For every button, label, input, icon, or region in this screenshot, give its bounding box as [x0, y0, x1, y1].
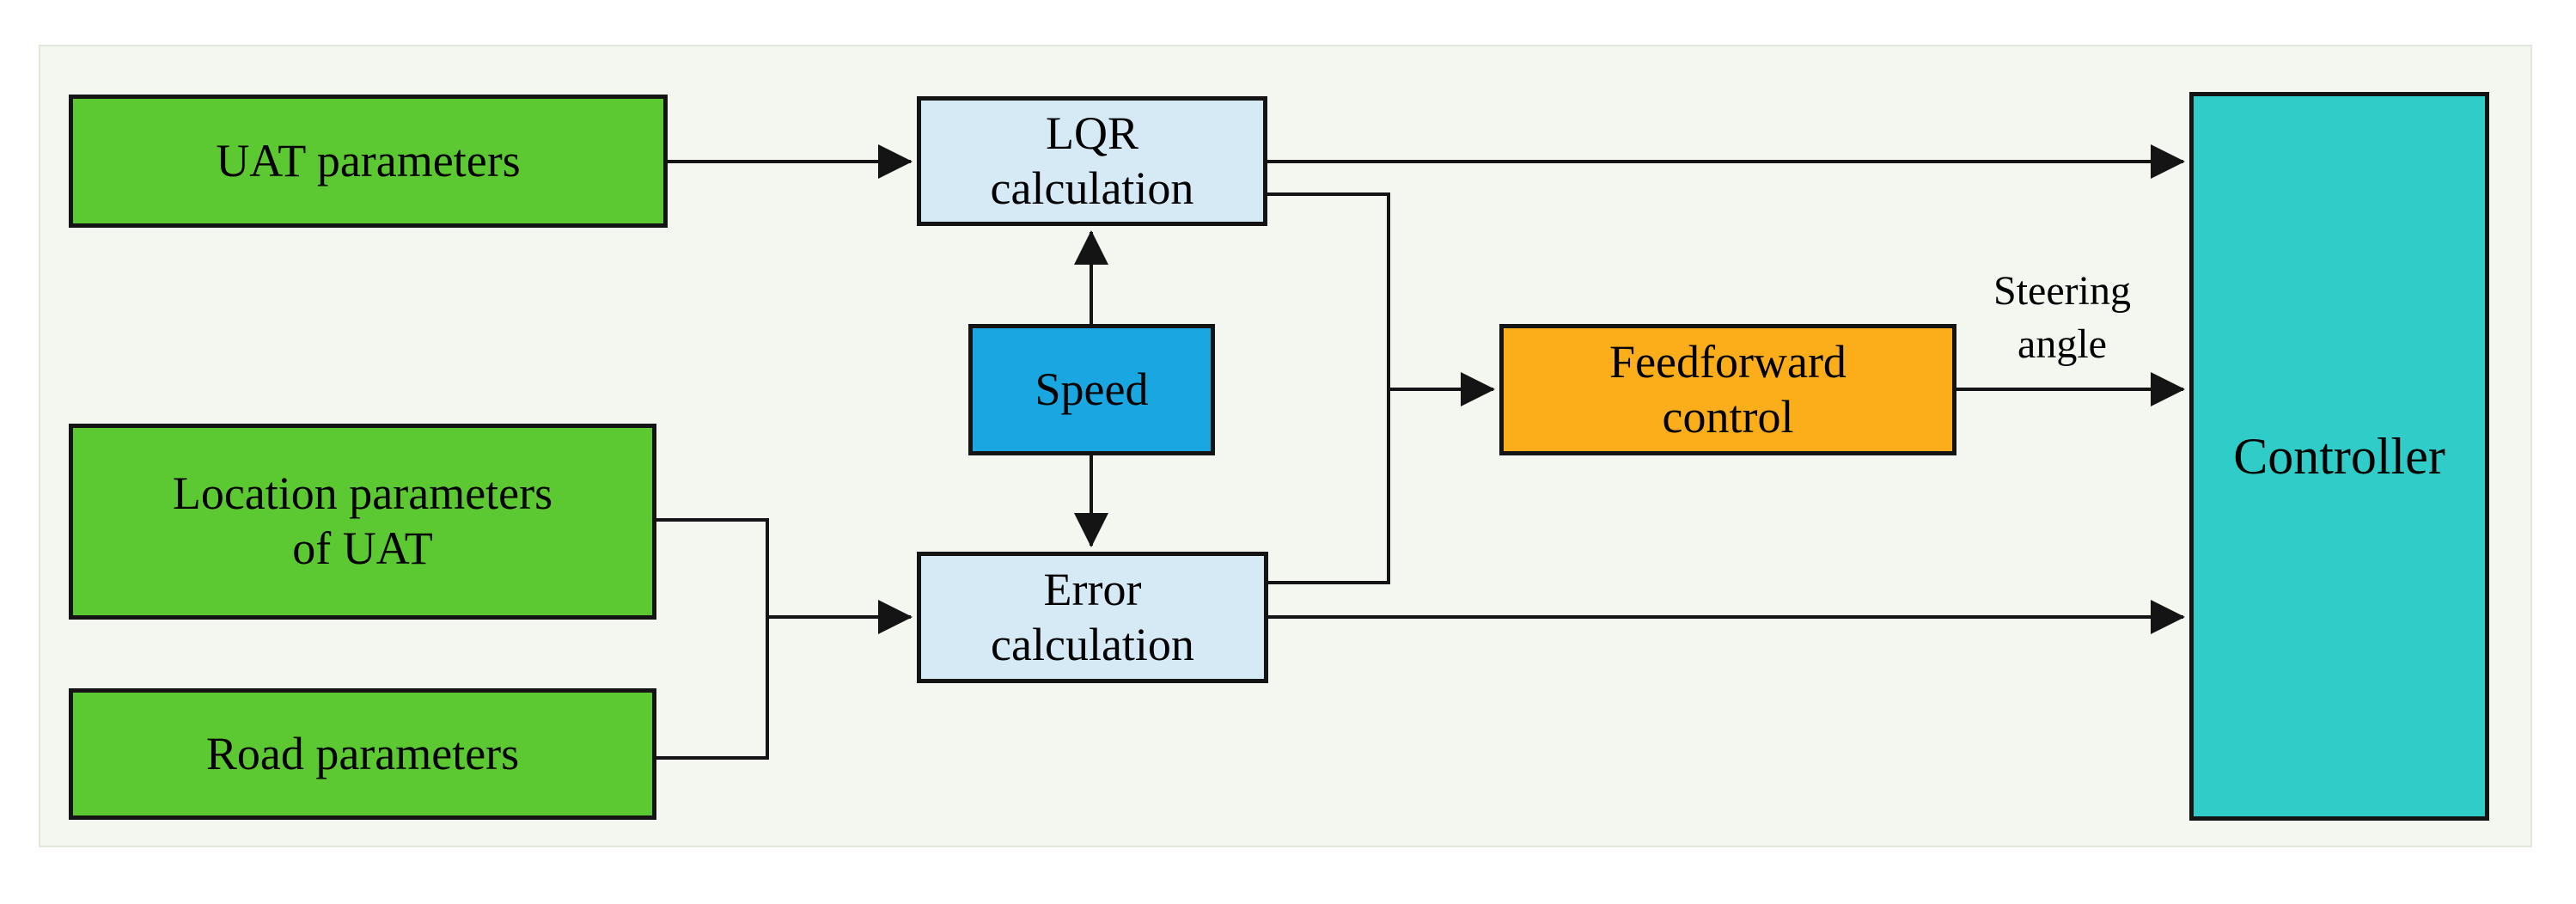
node-controller-label: Controller [2233, 427, 2445, 485]
steering-angle-label-line1: Steering [1993, 268, 2131, 314]
node-lqr-calculation-label-line2: calculation [990, 162, 1194, 214]
node-location-parameters-label-line1: Location parameters [172, 467, 553, 520]
node-error-calculation-label-line1: Error [1043, 563, 1142, 615]
node-location-parameters-label-line2: of UAT [292, 522, 433, 574]
node-uat-parameters: UAT parameters [69, 95, 668, 228]
node-error-calculation: Error calculation [917, 552, 1268, 683]
edge-lqr-error-junction [1267, 192, 1390, 584]
node-feedforward-control-label-line1: Feedforward [1609, 335, 1847, 388]
node-feedforward-control: Feedforward control [1499, 324, 1956, 455]
steering-angle-label-line2: angle [2017, 321, 2107, 368]
node-lqr-calculation: LQR calculation [917, 96, 1267, 226]
node-road-parameters-label: Road parameters [205, 727, 520, 779]
node-location-parameters: Location parameters of UAT [69, 424, 656, 620]
node-road-parameters: Road parameters [69, 688, 656, 820]
node-lqr-calculation-label-line1: LQR [1046, 107, 1138, 159]
edge-location-road-merge [656, 518, 769, 760]
node-error-calculation-label-line2: calculation [991, 618, 1194, 670]
node-feedforward-control-label-line2: control [1662, 390, 1794, 443]
steering-angle-label: Steering angle [1935, 265, 2189, 372]
node-speed: Speed [968, 324, 1215, 455]
node-controller: Controller [2189, 92, 2489, 821]
node-speed-label: Speed [1035, 363, 1149, 415]
node-uat-parameters-label: UAT parameters [216, 134, 521, 186]
